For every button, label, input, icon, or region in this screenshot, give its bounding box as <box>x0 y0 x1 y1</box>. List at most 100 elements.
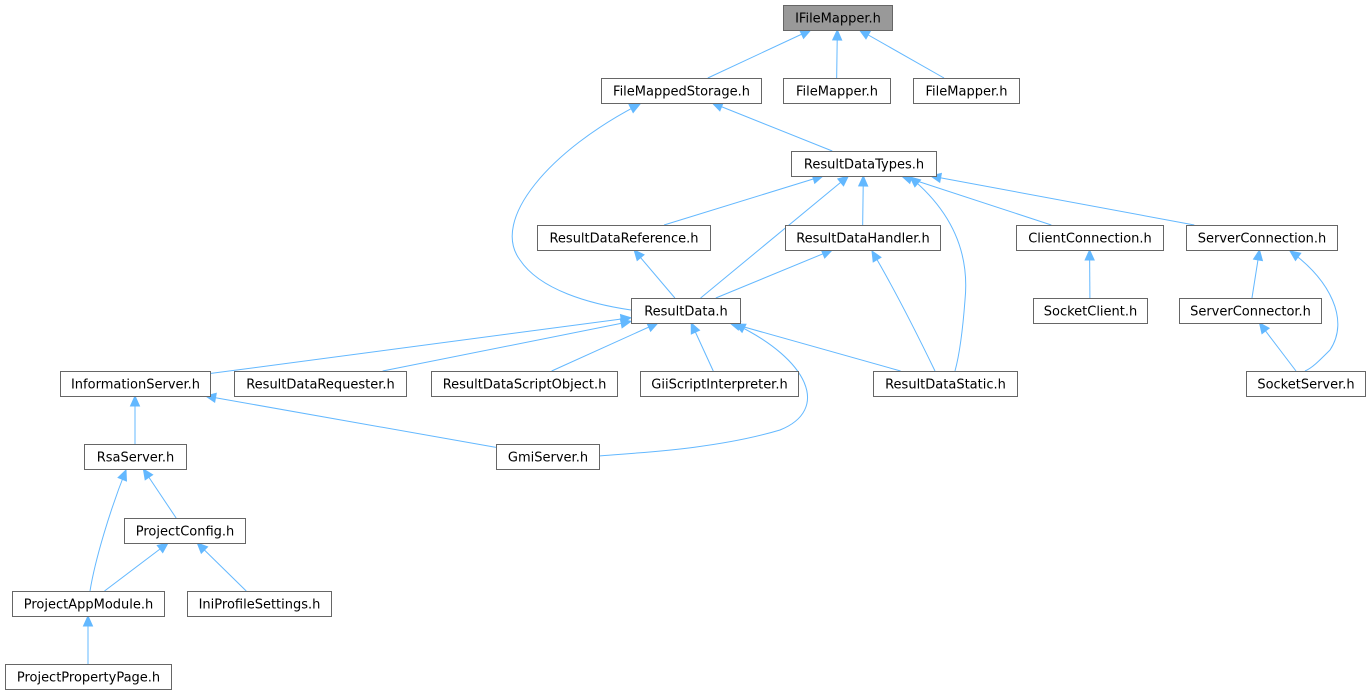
node-box-giiscriptinterpreter[interactable] <box>640 371 799 397</box>
edge-rsaserver-to-projectappmodule-line <box>89 469 127 592</box>
edge-resultdata-to-giiscriptinterpreter-arrowhead <box>690 321 701 335</box>
edge-resultdata-to-resultdatarequester-line <box>382 320 632 372</box>
node-gmiserver[interactable]: GmiServer.h <box>496 444 600 470</box>
node-box-resultdatascriptobject[interactable] <box>431 371 618 397</box>
edge-ifilemapper-to-filemapper1 <box>831 28 843 79</box>
node-resultdatarequester[interactable]: ResultDataRequester.h <box>234 371 407 397</box>
node-box-rsaserver[interactable] <box>84 444 187 470</box>
edge-resultdata-to-resultdatascriptobject-line <box>551 322 659 372</box>
node-box-resultdatareference[interactable] <box>537 225 711 251</box>
edge-resultdatatypes-to-resultdatastatic-line <box>909 176 967 372</box>
node-label-socketserver: SocketServer.h <box>1257 378 1354 393</box>
node-iniprofilesettings[interactable]: IniProfileSettings.h <box>187 591 332 617</box>
edge-projectconfig-to-projectappmodule <box>104 542 169 592</box>
node-box-resultdatastatic[interactable] <box>873 371 1018 397</box>
edge-projectappmodule-to-projectpropertypage <box>82 614 94 664</box>
node-box-socketserver[interactable] <box>1246 371 1366 397</box>
node-resultdatahandler[interactable]: ResultDataHandler.h <box>785 225 941 251</box>
node-filemapper1[interactable]: FileMapper.h <box>783 78 891 104</box>
edge-resultdata-to-informationserver-line <box>209 317 632 375</box>
node-giiscriptinterpreter[interactable]: GiiScriptInterpreter.h <box>640 371 799 397</box>
node-box-iniprofilesettings[interactable] <box>187 591 332 617</box>
node-label-socketclient: SocketClient.h <box>1044 305 1138 320</box>
node-box-resultdatahandler[interactable] <box>785 225 941 251</box>
node-label-giiscriptinterpreter: GiiScriptInterpreter.h <box>651 378 787 393</box>
edge-resultdata-to-gmiserver <box>598 323 808 457</box>
edge-resultdatatypes-to-resultdatastatic <box>909 176 967 372</box>
edge-resultdata-to-resultdatarequester <box>382 318 633 372</box>
node-socketclient[interactable]: SocketClient.h <box>1033 298 1148 324</box>
edge-filemappedstorage-to-resultdatatypes <box>711 102 833 152</box>
node-box-ifilemapper[interactable] <box>783 5 893 31</box>
edge-serverconnector-to-socketserver <box>1258 322 1297 372</box>
node-serverconnector[interactable]: ServerConnector.h <box>1179 298 1322 324</box>
edge-informationserver-to-rsaserver <box>129 394 141 444</box>
edge-projectconfig-to-projectappmodule-line <box>104 542 169 592</box>
node-projectconfig[interactable]: ProjectConfig.h <box>124 518 246 544</box>
edge-resultdata-to-gmiserver-arrowhead <box>733 323 747 334</box>
edge-informationserver-to-rsaserver-arrowhead <box>129 394 141 407</box>
node-projectpropertypage[interactable]: ProjectPropertyPage.h <box>5 664 172 690</box>
edge-resultdatatypes-to-resultdatastatic-arrowhead <box>909 176 922 188</box>
edge-resultdatatypes-to-resultdatahandler <box>857 174 869 226</box>
edge-informationserver-to-gmiserver-line <box>205 395 497 448</box>
node-label-serverconnector: ServerConnector.h <box>1190 305 1311 320</box>
node-box-gmiserver[interactable] <box>496 444 600 470</box>
edge-ifilemapper-to-filemapper2-arrowhead <box>858 29 872 40</box>
node-resultdatareference[interactable]: ResultDataReference.h <box>537 225 711 251</box>
node-box-serverconnector[interactable] <box>1179 298 1322 324</box>
node-label-clientconnection: ClientConnection.h <box>1028 232 1152 247</box>
node-rsaserver[interactable]: RsaServer.h <box>84 444 187 470</box>
node-socketserver[interactable]: SocketServer.h <box>1246 371 1366 397</box>
node-box-socketclient[interactable] <box>1033 298 1148 324</box>
node-box-filemapper2[interactable] <box>913 78 1020 104</box>
node-label-resultdatascriptobject: ResultDataScriptObject.h <box>443 378 607 393</box>
edge-resultdata-to-gmiserver-line <box>598 323 808 457</box>
node-box-projectpropertypage[interactable] <box>5 664 172 690</box>
edge-rsaserver-to-projectconfig <box>142 467 177 519</box>
node-box-projectconfig[interactable] <box>124 518 246 544</box>
node-label-iniprofilesettings: IniProfileSettings.h <box>199 598 321 613</box>
node-box-clientconnection[interactable] <box>1016 225 1164 251</box>
node-clientconnection[interactable]: ClientConnection.h <box>1016 225 1164 251</box>
node-box-resultdatarequester[interactable] <box>234 371 407 397</box>
node-label-resultdatahandler: ResultDataHandler.h <box>796 232 930 247</box>
node-box-resultdata[interactable] <box>631 298 741 324</box>
node-informationserver[interactable]: InformationServer.h <box>60 371 211 397</box>
node-label-resultdatatypes: ResultDataTypes.h <box>804 158 924 173</box>
edge-rsaserver-to-projectappmodule-arrowhead <box>117 468 127 482</box>
edge-projectappmodule-to-projectpropertypage-arrowhead <box>82 614 94 627</box>
node-label-filemapper1: FileMapper.h <box>796 85 878 100</box>
node-filemapper2[interactable]: FileMapper.h <box>913 78 1020 104</box>
edge-resultdata-to-resultdatastatic-line <box>729 322 901 372</box>
edge-resultdatatypes-to-serverconnection <box>929 172 1195 226</box>
edge-filemappedstorage-to-resultdata-line <box>511 103 641 311</box>
node-label-resultdatareference: ResultDataReference.h <box>549 232 698 247</box>
edge-serverconnection-to-socketserver <box>1289 250 1339 372</box>
node-projectappmodule[interactable]: ProjectAppModule.h <box>12 591 165 617</box>
edges-layer <box>82 28 1339 664</box>
node-resultdatastatic[interactable]: ResultDataStatic.h <box>873 371 1018 397</box>
node-box-filemappedstorage[interactable] <box>601 78 762 104</box>
node-ifilemapper[interactable]: IFileMapper.h <box>783 5 893 31</box>
node-resultdata[interactable]: ResultData.h <box>631 298 741 324</box>
node-box-filemapper1[interactable] <box>783 78 891 104</box>
node-box-resultdatatypes[interactable] <box>791 151 937 177</box>
node-resultdatatypes[interactable]: ResultDataTypes.h <box>791 151 937 177</box>
node-box-informationserver[interactable] <box>60 371 211 397</box>
node-serverconnection[interactable]: ServerConnection.h <box>1186 225 1338 251</box>
node-resultdatascriptobject[interactable]: ResultDataScriptObject.h <box>431 371 618 397</box>
node-box-serverconnection[interactable] <box>1186 225 1338 251</box>
node-label-filemapper2: FileMapper.h <box>926 85 1008 100</box>
edge-clientconnection-to-socketclient-arrowhead <box>1084 248 1095 261</box>
edge-resultdata-to-resultdatascriptobject <box>551 322 659 372</box>
node-filemappedstorage[interactable]: FileMappedStorage.h <box>601 78 762 104</box>
edge-resultdatatypes-to-resultdatahandler-arrowhead <box>857 174 869 187</box>
edge-filemappedstorage-to-resultdatatypes-line <box>712 102 833 152</box>
node-label-resultdatastatic: ResultDataStatic.h <box>885 378 1006 393</box>
edge-filemappedstorage-to-resultdata-arrowhead <box>628 103 642 114</box>
edge-resultdata-to-informationserver <box>209 313 633 375</box>
edge-resultdatatypes-to-resultdata-arrowhead <box>836 175 850 187</box>
node-box-projectappmodule[interactable] <box>12 591 165 617</box>
edge-resultdata-to-resultdatastatic <box>728 320 901 372</box>
